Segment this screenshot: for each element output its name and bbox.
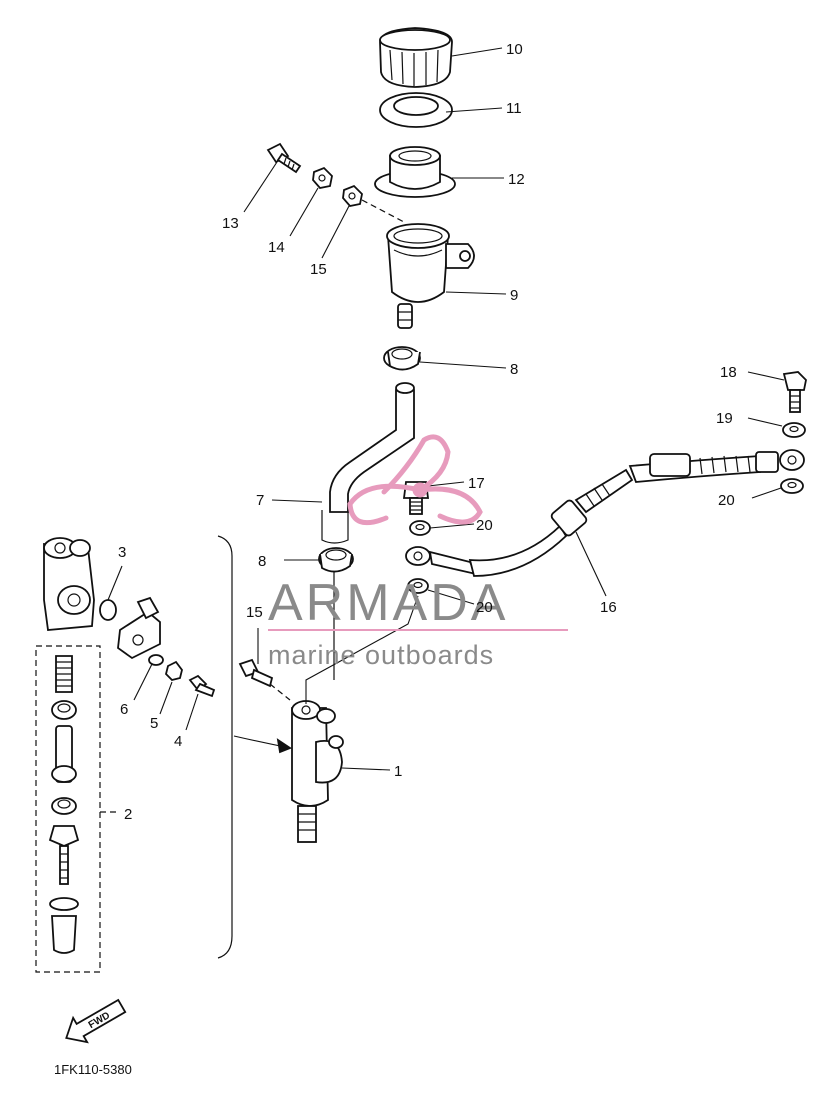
watermark-tagline: marine outboards bbox=[268, 640, 494, 670]
hose-joint bbox=[117, 596, 161, 660]
watermark-logo bbox=[347, 434, 483, 526]
bolt-13 bbox=[266, 142, 302, 174]
part-label-6: 6 bbox=[120, 701, 128, 718]
leader-lines bbox=[100, 47, 785, 813]
reservoir-cap bbox=[379, 27, 453, 88]
part-label-8-upper: 8 bbox=[510, 361, 518, 378]
part-label-2: 2 bbox=[124, 806, 132, 823]
part-labels: 10 11 12 13 14 15 9 8 18 19 17 20 7 20 3… bbox=[118, 41, 737, 823]
part-label-20-upper: 20 bbox=[476, 517, 493, 534]
hose-clamp-lower bbox=[318, 547, 354, 573]
watermark-brand: ARMADA bbox=[268, 574, 508, 632]
reservoir-hose bbox=[321, 382, 415, 544]
copper-washer-right-upper bbox=[782, 422, 806, 438]
part-label-19: 18 bbox=[720, 364, 737, 381]
part-label-20-right-upper: 19 bbox=[716, 410, 733, 427]
part-label-15: 15 bbox=[310, 261, 327, 278]
part-label-16: 15 bbox=[246, 604, 263, 621]
copper-washer-lower bbox=[407, 578, 429, 594]
part-label-11: 12 bbox=[508, 171, 525, 188]
part-label-5: 5 bbox=[150, 715, 158, 732]
assembly-bracket bbox=[217, 535, 233, 959]
forward-arrow: FWD bbox=[65, 998, 127, 1044]
part-label-12: 11 bbox=[506, 100, 522, 117]
washer-15 bbox=[342, 184, 363, 207]
part-label-8-lower: 8 bbox=[258, 553, 266, 570]
part-label-4: 4 bbox=[174, 733, 182, 750]
o-ring-3 bbox=[99, 599, 117, 621]
union-bolt-19 bbox=[782, 371, 807, 413]
part-label-3: 3 bbox=[118, 544, 126, 561]
master-cylinder-assembled bbox=[291, 700, 344, 843]
nut-5 bbox=[165, 660, 183, 681]
copper-washer-upper bbox=[409, 520, 431, 536]
part-label-20-right-lower: 20 bbox=[718, 492, 735, 509]
reservoir-tank bbox=[386, 223, 475, 329]
nut-14 bbox=[312, 166, 333, 189]
watermark: ARMADA marine outboards bbox=[268, 434, 568, 670]
part-label-13: 13 bbox=[222, 215, 239, 232]
part-label-9: 9 bbox=[510, 287, 518, 304]
assembly-line-15 bbox=[361, 199, 405, 223]
part-label-14: 14 bbox=[268, 239, 285, 256]
diaphragm-plate bbox=[379, 92, 453, 128]
washer-6 bbox=[148, 654, 164, 666]
screw-4 bbox=[188, 674, 216, 698]
master-cylinder-body-exploded bbox=[43, 537, 95, 631]
bleed-screw-16 bbox=[238, 658, 274, 688]
diaphragm bbox=[374, 146, 456, 198]
part-label-20-lower: 20 bbox=[476, 599, 493, 616]
part-label-17: 16 bbox=[600, 599, 617, 616]
assembly-line-1 bbox=[305, 595, 419, 704]
brake-hose bbox=[405, 449, 805, 577]
part-label-18: 17 bbox=[468, 475, 485, 492]
piston-kit-box bbox=[35, 645, 101, 973]
part-label-7: 7 bbox=[256, 492, 264, 509]
drawing-code: 1FK110-5380 bbox=[54, 1062, 132, 1077]
hose-clamp-upper bbox=[383, 346, 421, 371]
assembly-line-16 bbox=[269, 683, 291, 701]
part-label-1: 1 bbox=[394, 763, 402, 780]
assembly-arrowhead bbox=[276, 738, 292, 754]
copper-washer-right-lower bbox=[780, 478, 804, 494]
part-label-10: 10 bbox=[506, 41, 523, 58]
